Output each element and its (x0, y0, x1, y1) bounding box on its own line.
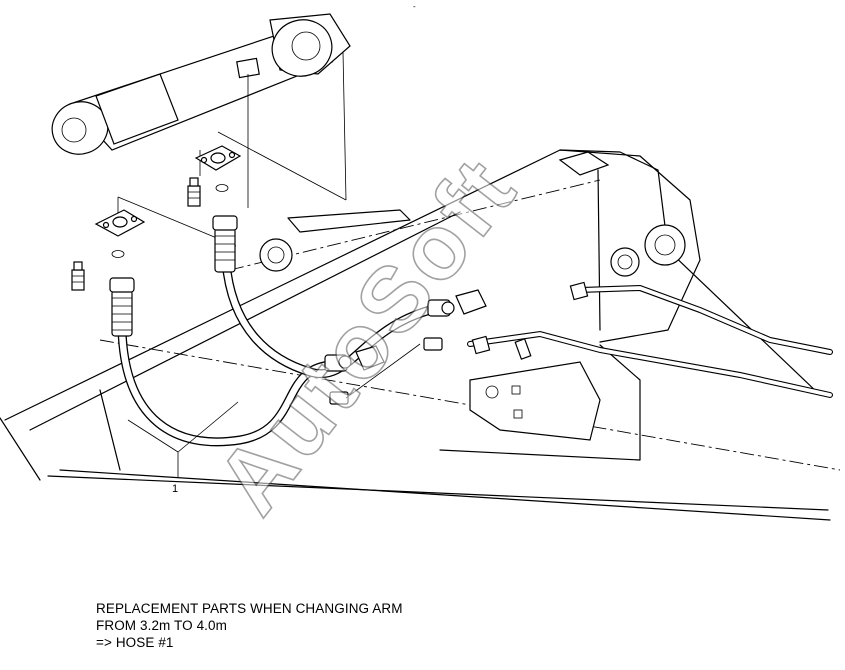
boom-arm (0, 149, 841, 521)
flange-upper (194, 145, 242, 192)
hose-2 (212, 215, 435, 379)
callout-1-label: 1 (172, 483, 178, 495)
caption-line-1: REPLACEMENT PARTS WHEN CHANGING ARM (96, 601, 403, 616)
flange-lower (94, 209, 146, 258)
bolt-lower (71, 261, 85, 291)
caption-line-2: FROM 3.2m TO 4.0m (96, 618, 227, 633)
top-mark: - (413, 2, 416, 11)
hydraulic-cylinder (51, 13, 351, 155)
caption: REPLACEMENT PARTS WHEN CHANGING ARM FROM… (96, 600, 403, 651)
callout-1-leader (127, 401, 239, 478)
hose-1 (109, 277, 335, 447)
caption-line-3: => HOSE #1 (96, 635, 174, 650)
bolt-upper (187, 177, 201, 207)
fittings (324, 289, 487, 405)
steel-tubes (467, 281, 833, 398)
